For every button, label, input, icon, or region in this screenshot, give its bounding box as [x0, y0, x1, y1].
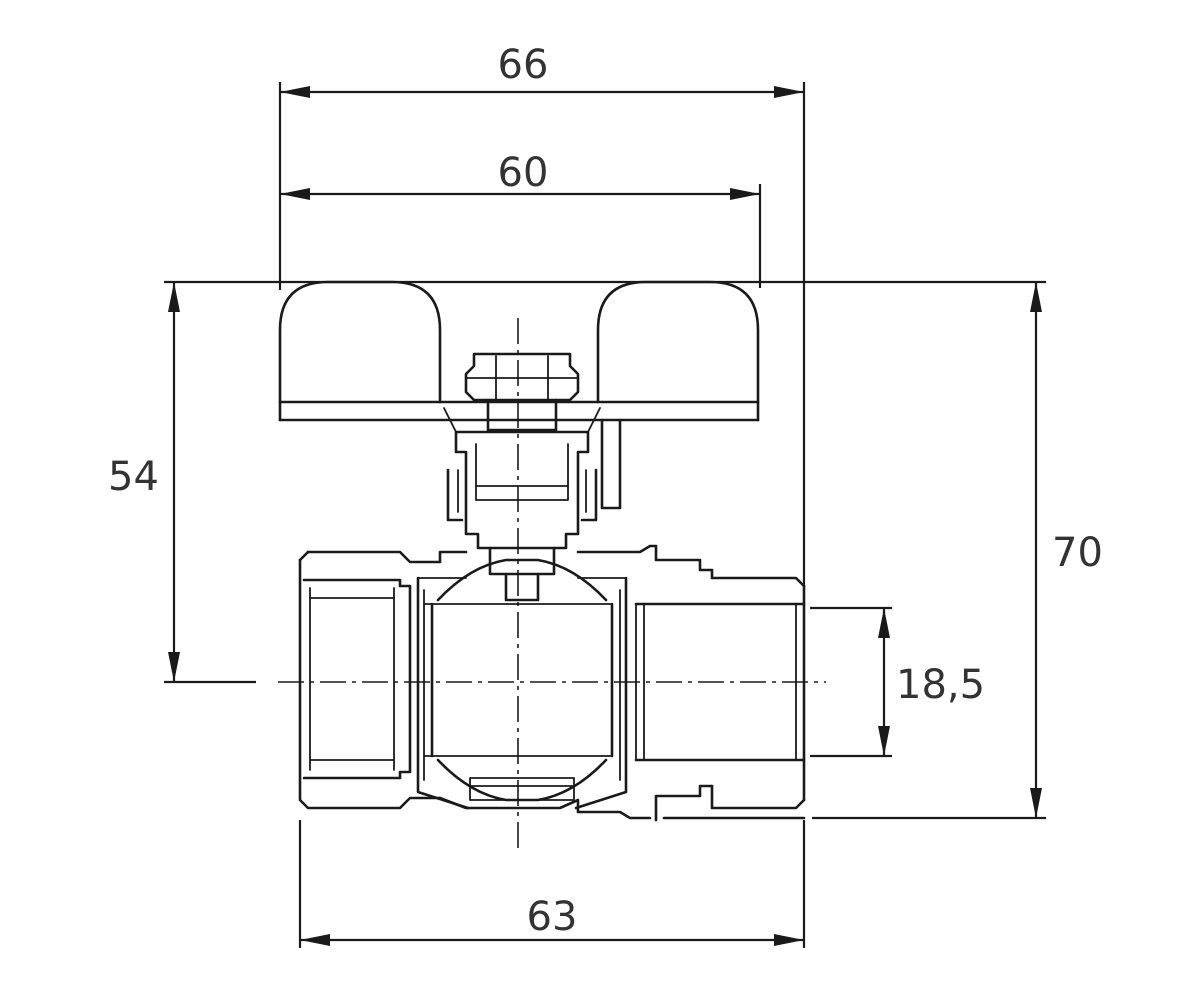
dimension-70: 70: [1030, 282, 1103, 818]
dimension-label-63: 63: [527, 894, 578, 940]
butterfly-handle: [278, 280, 760, 510]
dimension-label-54: 54: [108, 454, 159, 500]
dimension-60: 60: [280, 150, 760, 200]
dimension-18-5: 18,5: [878, 608, 985, 756]
dimension-label-18-5: 18,5: [896, 662, 985, 708]
dimension-label-60: 60: [498, 150, 549, 196]
dimension-66: 66: [280, 42, 804, 98]
dimension-label-66: 66: [498, 42, 549, 88]
center-lines: [278, 318, 826, 850]
dimension-54: 54: [108, 282, 180, 682]
extension-lines: [164, 82, 1046, 948]
dimension-label-70: 70: [1052, 530, 1103, 576]
stem-nut: [443, 352, 601, 602]
ball: [423, 558, 614, 802]
dimension-63: 63: [300, 894, 804, 946]
